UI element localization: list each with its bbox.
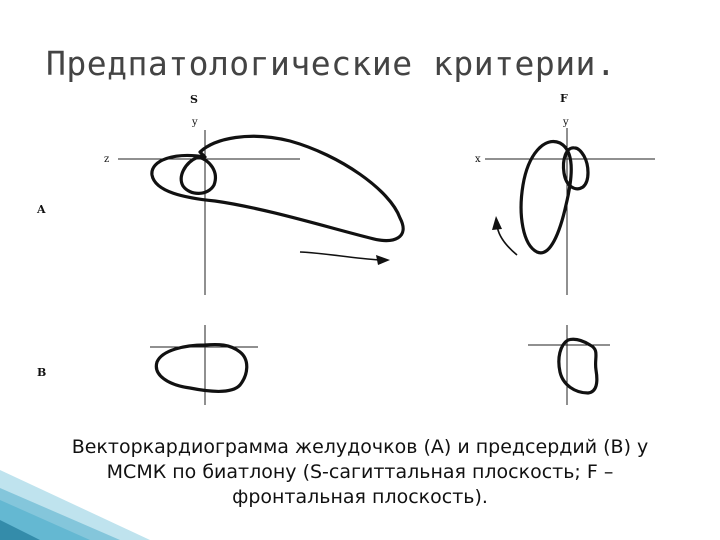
label-plane-s: S [190,93,198,106]
label-axis-x: x [475,154,481,165]
label-axis-y-left: y [191,117,198,128]
page-title: Предпатологические критерии. [46,44,617,83]
ventricular-loop-frontal [519,140,590,255]
rotation-arrow-sagittal [299,251,390,265]
caption-line-1: Векторкардиограмма желудочков (А) и пред… [71,436,649,458]
label-row-b: B [37,366,46,379]
atrial-loop-sagittal [154,342,249,393]
ventricular-loop-sagittal [150,134,405,243]
label-axis-y-right: y [562,117,569,128]
label-axis-z: z [104,154,109,165]
rotation-arrow-frontal [492,216,518,256]
label-plane-f: F [560,92,568,105]
label-row-a: A [36,203,46,216]
caption-line-3: фронтальная плоскость). [232,486,488,508]
axes-frontal-atria [528,325,610,405]
caption-line-2: МСМК по биатлону (S-сагиттальная плоскос… [106,461,614,483]
axes-sagittal-atria [150,325,258,405]
figure-caption: Векторкардиограмма желудочков (А) и пред… [0,435,720,510]
atrial-loop-frontal [557,337,599,395]
